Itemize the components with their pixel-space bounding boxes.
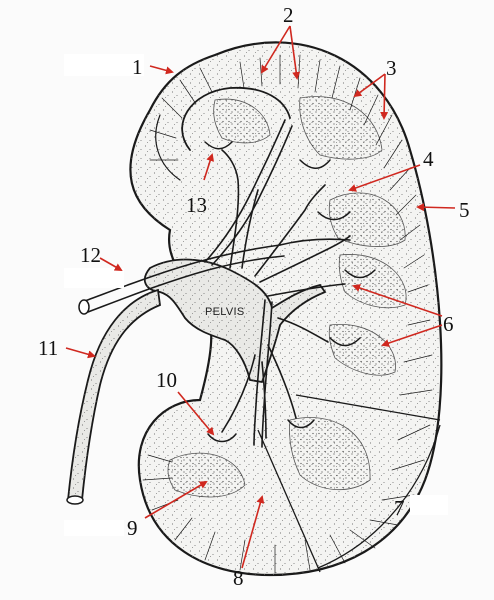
label-9: 9 [127, 516, 138, 540]
renal-pyramids [167, 96, 407, 498]
label-4: 4 [423, 147, 434, 171]
calyces [221, 149, 351, 439]
upper-pole-curl [181, 87, 291, 151]
minor-calyx-cups [204, 141, 376, 443]
ureter-cut-end [66, 495, 84, 505]
label-11: 11 [38, 336, 58, 360]
label-5: 5 [459, 198, 470, 222]
label-7: 7 [394, 496, 405, 520]
cortex-striations [142, 54, 433, 574]
renal-vessels [81, 119, 351, 448]
label-8: 8 [233, 566, 244, 590]
label-masks [64, 54, 448, 536]
label-2: 2 [283, 3, 294, 27]
label-12: 12 [80, 243, 101, 267]
artery-cut-end [78, 299, 90, 315]
number-labels: 1 2 3 4 5 6 7 8 9 10 11 12 13 [38, 3, 470, 590]
label-arrows [65, 25, 456, 569]
label-3: 3 [386, 56, 397, 80]
label-13: 13 [186, 193, 207, 217]
label-6: 6 [443, 312, 454, 336]
label-10: 10 [156, 368, 177, 392]
pelvis-label: PELVIS [205, 306, 245, 318]
lobe-bracket [257, 394, 441, 573]
label-1: 1 [132, 55, 143, 79]
